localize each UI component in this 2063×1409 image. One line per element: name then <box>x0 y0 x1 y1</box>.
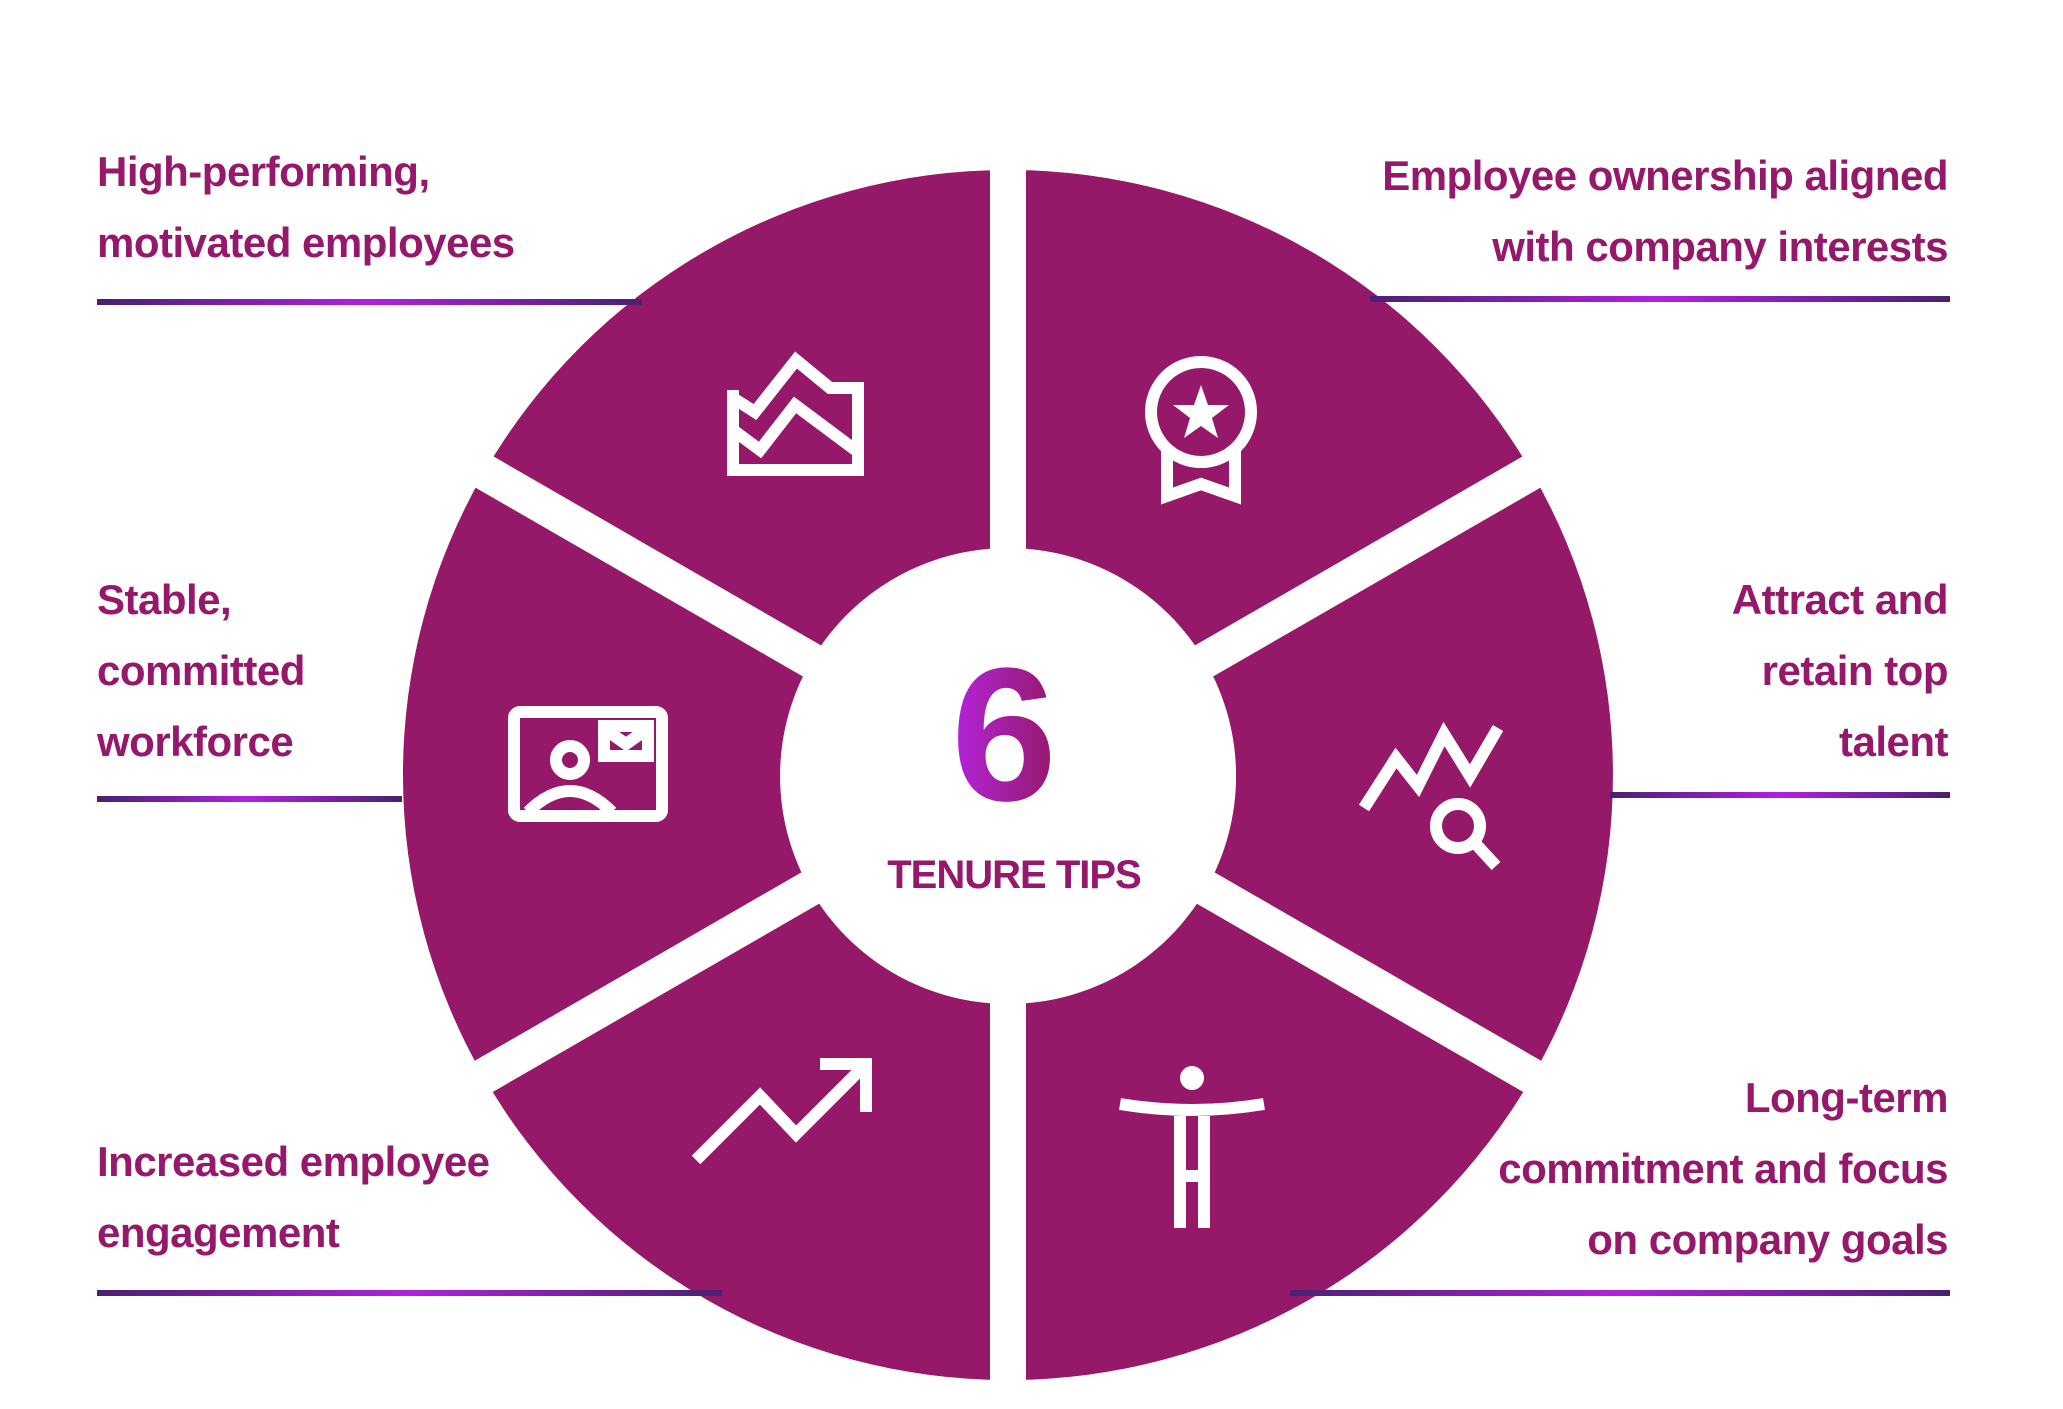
benefit-line: High-performing, <box>97 148 430 195</box>
benefit-line: workforce <box>97 718 294 765</box>
benefit-1-underline <box>97 299 642 305</box>
benefit-5: Increased employee engagement <box>97 1126 490 1268</box>
person-icon <box>1119 1066 1265 1228</box>
center-label: TENURE TIPS <box>887 853 1141 897</box>
wheel-ring <box>402 170 1613 1380</box>
area-chart-icon <box>727 351 864 476</box>
benefit-line: Stable, <box>97 576 232 623</box>
benefit-line: committed <box>97 647 305 694</box>
benefit-line: motivated employees <box>97 219 515 266</box>
benefit-6: Long-term commitment and focus on compan… <box>1498 1062 1948 1275</box>
center-number: 6 <box>951 629 1057 841</box>
benefit-line: Attract and <box>1731 576 1949 623</box>
benefit-5-underline <box>97 1290 722 1296</box>
benefit-2: Employee ownership aligned with company … <box>1382 140 1948 282</box>
benefit-3: Stable, committed workforce <box>97 564 305 777</box>
segment-dividers <box>387 120 1629 1409</box>
benefit-line: on company goals <box>1587 1216 1948 1263</box>
benefit-line: commitment and focus <box>1498 1145 1948 1192</box>
benefit-line: with company interests <box>1492 223 1948 270</box>
benefit-line: Long-term <box>1744 1074 1949 1121</box>
benefit-4-underline <box>1610 792 1950 798</box>
benefit-1: High-performing, motivated employees <box>97 136 515 278</box>
benefit-line: engagement <box>97 1209 340 1256</box>
benefit-4: Attract and retain top talent <box>1731 564 1949 777</box>
award-badge-icon <box>1145 356 1257 505</box>
benefit-line: retain top <box>1761 647 1949 694</box>
chart-search-icon <box>1358 721 1504 871</box>
benefit-line: Employee ownership aligned <box>1382 152 1948 199</box>
id-card-icon <box>508 706 668 822</box>
benefit-line: talent <box>1838 718 1949 765</box>
benefit-line: Increased employee <box>97 1138 490 1185</box>
trend-up-arrow-icon <box>691 1058 872 1165</box>
benefit-3-underline <box>97 796 402 802</box>
benefit-6-underline <box>1290 1290 1950 1296</box>
benefit-2-underline <box>1370 296 1950 302</box>
